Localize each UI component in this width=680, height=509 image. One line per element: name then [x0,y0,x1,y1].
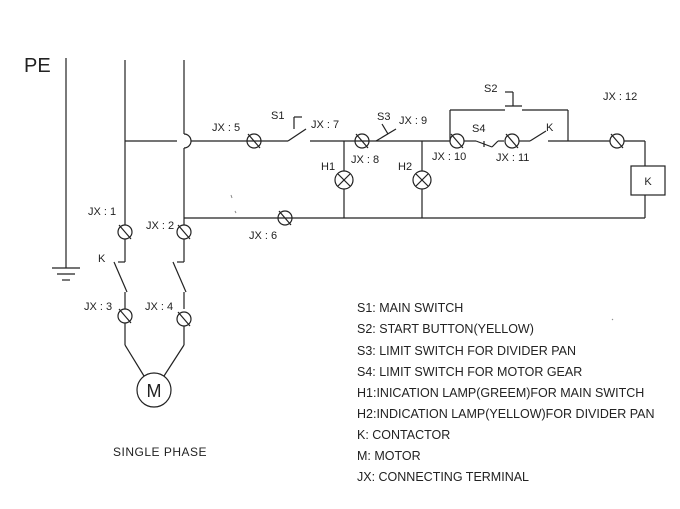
jx3-label: JX : 3 [84,301,112,313]
terminal-jx6 [277,210,293,226]
coil-label: K [644,176,652,188]
s1-label: S1 [271,110,284,122]
lamp-h1 [334,141,354,218]
motor-label: M [147,381,162,401]
terminal-jx4 [176,311,192,327]
terminal-jx10 [449,133,465,149]
terminal-jx1 [117,218,133,240]
k-contact-label: K [546,122,554,134]
terminal-jx2 [176,218,192,240]
jx5-label: JX : 5 [212,122,240,134]
contactor-coil: K [630,141,666,218]
s4-label: S4 [472,123,485,135]
motor-wires [124,323,185,377]
supply-rail-right [183,60,192,218]
terminal-jx3 [117,308,133,324]
jx11-label: JX : 11 [496,152,529,164]
legend-item: K: CONTACTOR [357,428,450,442]
s2-label: S2 [484,83,497,95]
legend-item: H1:INICATION LAMP(GREEM)FOR MAIN SWITCH [357,386,644,400]
switch-s1 [287,116,307,142]
jx12-label: JX : 12 [603,91,637,103]
jx6-label: JX : 6 [249,230,277,242]
jx4-label: JX : 4 [145,301,173,313]
jx2-label: JX : 2 [146,220,174,232]
jx7-label: JX : 7 [311,119,339,131]
start-button-s2 [505,91,522,107]
jx10-label: JX : 10 [432,151,466,163]
switch-s4 [464,140,504,148]
legend-item: S4: LIMIT SWITCH FOR MOTOR GEAR [357,365,582,379]
terminal-jx5 [246,133,262,149]
ground-symbol [52,58,80,281]
h2-label: H2 [398,161,412,173]
parallel-branch [449,109,569,141]
k-power-label: K [98,253,106,265]
contactor-power-contacts [113,239,187,309]
stray-mark [611,318,614,321]
stray-marks [230,194,237,214]
terminal-jx11 [504,133,520,149]
contactor-holding-contact [519,130,610,142]
switch-s3 [375,123,397,142]
terminal-jx12 [609,133,645,149]
s3-label: S3 [377,111,390,123]
motor-symbol: M [136,372,172,408]
legend-item: M: MOTOR [357,449,421,463]
legend-item: H2:INDICATION LAMP(YELLOW)FOR DIVIDER PA… [357,407,655,421]
legend-item: JX: CONNECTING TERMINAL [357,470,529,484]
h1-label: H1 [321,161,335,173]
jx8-label: JX : 8 [351,154,379,166]
pe-label: PE [24,55,51,77]
jx9-label: JX : 9 [399,115,427,127]
single-phase-caption: SINGLE PHASE [113,445,207,459]
legend-item: S1: MAIN SWITCH [357,301,463,315]
lamp-h2 [412,141,432,218]
legend: S1: MAIN SWITCH S2: START BUTTON(YELLOW)… [357,301,655,484]
legend-item: S2: START BUTTON(YELLOW) [357,322,534,336]
jx1-label: JX : 1 [88,206,116,218]
legend-item: S3: LIMIT SWITCH FOR DIVIDER PAN [357,344,576,358]
terminal-jx8 [354,133,370,149]
